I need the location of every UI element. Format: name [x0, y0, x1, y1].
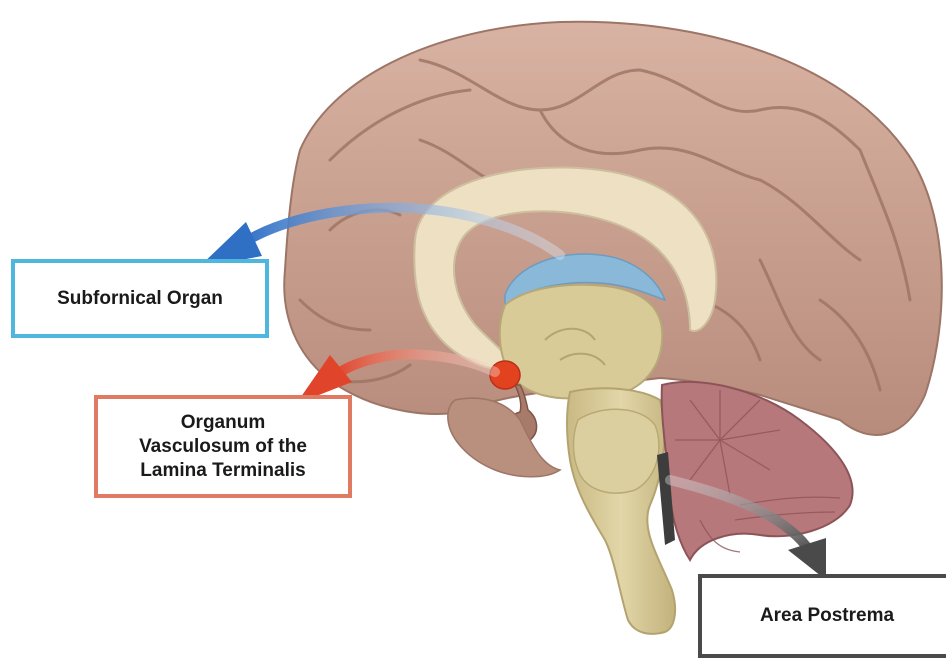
- ovlt-label: Organum Vasculosum of the Lamina Termina…: [94, 395, 352, 498]
- ovlt-text-line-1: Organum: [181, 411, 265, 435]
- temporal-lobe: [448, 398, 560, 477]
- area-postrema-label: Area Postrema: [698, 574, 946, 658]
- pons: [574, 409, 659, 493]
- subfornical-organ-text: Subfornical Organ: [57, 288, 223, 310]
- area-postrema-text: Area Postrema: [760, 605, 894, 627]
- thalamus: [500, 285, 662, 399]
- ovlt-text-line-2: Vasculosum of the: [139, 435, 307, 459]
- ovlt-text-line-3: Lamina Terminalis: [140, 459, 305, 483]
- subfornical-organ-label: Subfornical Organ: [11, 259, 269, 338]
